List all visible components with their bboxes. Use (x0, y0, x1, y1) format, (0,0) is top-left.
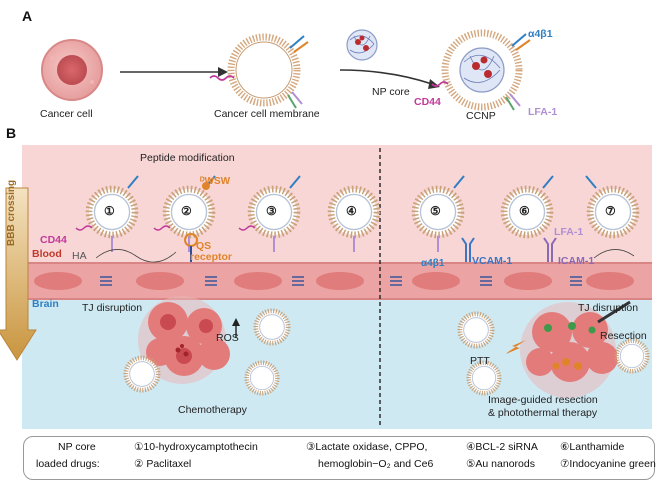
legend-drug-1: ①10-hydroxycamptothecin (134, 441, 258, 453)
image-guided-line1: Image-guided resection (488, 394, 598, 406)
vcam1-label: VCAM-1 (472, 255, 513, 267)
cancer-cell-label: Cancer cell (40, 108, 93, 120)
tumor-left (126, 296, 288, 393)
ros-label: ROS (216, 332, 239, 344)
legend-drug-2: ② Paclitaxel (134, 458, 192, 470)
lfa1-label-b: LFA-1 (554, 226, 584, 238)
legend-drug-3b: hemoglobin−O₂ and Ce6 (318, 458, 434, 470)
cd44-label-b: CD44 (40, 234, 67, 246)
brain-label: Brain (32, 298, 59, 310)
receptor-label: receptor (190, 251, 233, 263)
lfa1-label-a: LFA-1 (528, 106, 558, 118)
endothelium (22, 262, 652, 300)
qs-label: QS (196, 240, 212, 252)
legend-drug-7: ⑦Indocyanine green (560, 458, 656, 470)
tj-disruption-left: TJ disruption (82, 302, 143, 314)
particle-7-number: ⑦ (605, 204, 616, 218)
legend-line1: NP core (58, 441, 96, 453)
particle-1-number: ① (104, 204, 115, 218)
membrane-label: Cancer cell membrane (214, 108, 320, 120)
cancer-membrane-illustration (209, 33, 309, 109)
ptt-label: PTT (470, 355, 490, 367)
particle-3-number: ③ (266, 204, 277, 218)
legend-box (23, 436, 655, 480)
bbb-crossing-arrow (0, 187, 37, 361)
tj-disruption-right: TJ disruption (578, 302, 639, 314)
ccnp-particles (75, 175, 636, 262)
icam1-label: ICAM-1 (558, 255, 595, 267)
legend-drug-4: ④BCL-2 siRNA (466, 441, 538, 453)
np-core-label: NP core (372, 86, 410, 98)
a4b1-label-b: α4β1 (421, 258, 445, 269)
tumor-right (460, 300, 647, 398)
resection-label: Resection (600, 330, 647, 342)
arrow-a1 (120, 67, 228, 77)
peptide-modification-label: Peptide modification (140, 152, 235, 164)
panel-b-letter: B (6, 125, 17, 141)
adhesion-receptors (461, 237, 557, 262)
cd44-label-a: CD44 (414, 96, 441, 108)
particle-2-number: ② (181, 204, 192, 218)
legend-drug-6: ⑥Lanthamide (560, 441, 625, 453)
chemotherapy-label: Chemotherapy (178, 404, 247, 416)
legend-drug-3a: ③Lactate oxidase, CPPO, (306, 441, 428, 453)
ha-label: HA (72, 250, 87, 262)
blood-label: Blood (32, 248, 62, 260)
panel-a-letter: A (22, 8, 33, 24)
legend-drug-5: ⑤Au nanorods (466, 458, 535, 470)
cancer-cell-illustration (41, 39, 103, 101)
a4b1-label-a: α4β1 (528, 28, 553, 40)
ccnp-label: CCNP (466, 110, 496, 122)
ha-fibres (95, 249, 177, 263)
particle-6-number: ⑥ (519, 204, 530, 218)
legend-line2: loaded drugs: (36, 458, 100, 470)
dwsw-label: ᴰWSW (200, 176, 231, 187)
bbb-crossing-label: BBB crossing (6, 179, 17, 246)
particle-5-number: ⑤ (430, 204, 441, 218)
image-guided-line2: & photothermal therapy (488, 407, 598, 419)
particle-4-number: ④ (346, 204, 357, 218)
ccnp-illustration (431, 29, 531, 111)
np-core-illustration (346, 29, 378, 61)
